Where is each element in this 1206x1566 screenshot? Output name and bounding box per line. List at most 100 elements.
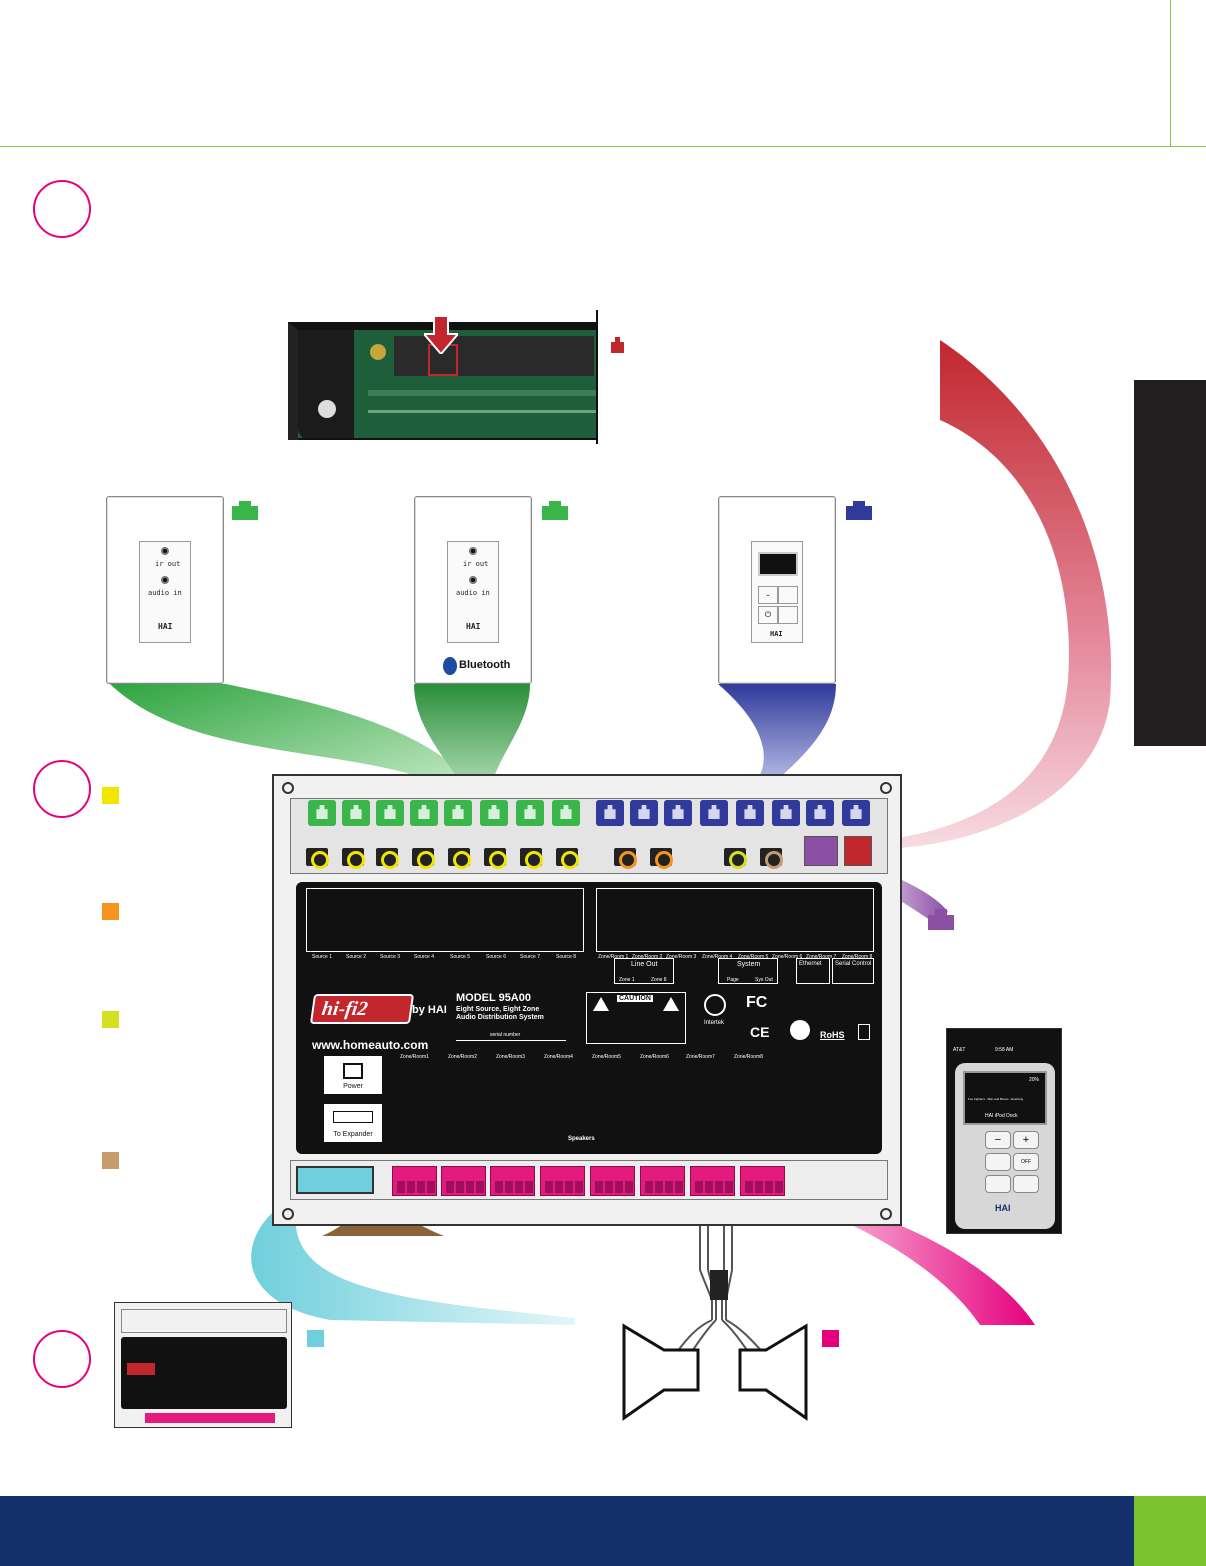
phone-screenshot: AT&T 9:58 AM 20% Foo Fighters - Skin and… — [946, 1028, 1062, 1234]
source-5-rca-jack[interactable] — [448, 848, 471, 869]
system-label: System — [737, 961, 761, 968]
zone-2-rj45-port[interactable] — [630, 800, 658, 826]
minus-label: - — [766, 590, 770, 600]
volume-up-button[interactable]: + — [1013, 1131, 1039, 1149]
keypad-minus-button[interactable]: - — [758, 586, 778, 604]
audio-in-jack[interactable] — [161, 576, 169, 584]
zone-7-speaker-terminal[interactable] — [690, 1166, 735, 1196]
zone-3-rj45-port[interactable] — [664, 800, 692, 826]
zone-out-label-7: Zone/Room7 — [686, 1054, 715, 1060]
source-6-rj45-port[interactable] — [480, 800, 508, 826]
expander-port[interactable]: To Expander — [324, 1104, 382, 1142]
line-out-box: Line Out Zone 1 Zone 8 — [614, 958, 674, 984]
zone-out-label-6: Zone/Room6 — [640, 1054, 669, 1060]
bluetooth-icon — [443, 657, 457, 675]
source-6-rca-jack[interactable] — [484, 848, 507, 869]
flow-green-middle — [414, 684, 530, 800]
source-5-rj45-port[interactable] — [444, 800, 472, 826]
model-description-2: Audio Distribution System — [456, 1014, 544, 1021]
source-7-rca-jack[interactable] — [520, 848, 543, 869]
serial-control-port[interactable] — [844, 836, 872, 866]
zone-6-rj45-port[interactable] — [772, 800, 800, 826]
keypad-source-button[interactable] — [778, 606, 798, 624]
expander-unit-thumbnail — [114, 1302, 292, 1428]
page-label: Page — [727, 977, 739, 983]
screw-icon — [282, 782, 294, 794]
source-label-8: Source 8 — [556, 954, 577, 960]
ethernet-port[interactable] — [804, 836, 838, 866]
zone-8-speaker-terminal[interactable] — [740, 1166, 785, 1196]
zone-6-speaker-terminal[interactable] — [640, 1166, 685, 1196]
power-label: ⏻ — [764, 610, 772, 619]
zone-label-7: Zone/Room 7 — [806, 954, 837, 960]
system-out-jack[interactable] — [760, 848, 783, 869]
source-label-3: Source 3 — [380, 954, 401, 960]
keypad-power-button[interactable]: ⏻ — [758, 606, 778, 624]
weee-bin-icon — [858, 1024, 870, 1040]
source-1-rj45-port[interactable] — [308, 800, 336, 826]
power-inlet[interactable]: Power — [324, 1056, 382, 1094]
line-out-zone-8-jack[interactable] — [650, 848, 673, 869]
red-connector-marker — [611, 337, 624, 353]
zone-out-label-8: Zone/Room8 — [734, 1054, 763, 1060]
source-1-rca-jack[interactable] — [306, 848, 329, 869]
zone-2-speaker-terminal[interactable] — [441, 1166, 486, 1196]
footer-page-tab — [1134, 1496, 1206, 1566]
source-8-rj45-port[interactable] — [552, 800, 580, 826]
phone-logo: HAI — [995, 1203, 1011, 1213]
source-3-rca-jack[interactable] — [376, 848, 399, 869]
zone-jack-graphics — [596, 888, 874, 952]
zone-label-8: Zone/Room 8 — [842, 954, 873, 960]
audio-in-jack[interactable] — [469, 576, 477, 584]
zone-7-rj45-port[interactable] — [806, 800, 834, 826]
volume-down-button[interactable]: − — [985, 1131, 1011, 1149]
zone-4-speaker-terminal[interactable] — [540, 1166, 585, 1196]
page-input-jack[interactable] — [724, 848, 747, 869]
sys-out-label: Sys Out — [755, 977, 773, 983]
source-2-rca-jack[interactable] — [342, 848, 365, 869]
speaker-button[interactable] — [1013, 1175, 1039, 1193]
phone-carrier: AT&T — [953, 1047, 966, 1053]
ir-out-label: ir out — [463, 560, 489, 568]
zone-8-rj45-port[interactable] — [842, 800, 870, 826]
source-4-rca-jack[interactable] — [412, 848, 435, 869]
page-footer — [0, 1496, 1206, 1566]
expander-ribbon-port[interactable] — [296, 1166, 374, 1194]
zone-1-speaker-terminal[interactable] — [392, 1166, 437, 1196]
power-button[interactable] — [985, 1153, 1011, 1171]
website-url: www.homeauto.com — [312, 1038, 429, 1052]
audio-in-label: audio in — [456, 589, 490, 597]
flow-cyan — [251, 1195, 575, 1325]
zone-5-rj45-port[interactable] — [736, 800, 764, 826]
serial-number-label: serial number — [490, 1032, 521, 1038]
wall-plate-keypad: - ⏻ HAI — [718, 496, 836, 684]
serial-control-box: Serial Control — [832, 958, 874, 984]
legend-magenta-square — [822, 1330, 839, 1347]
zone-label-1: Zone/Room 1 — [598, 954, 629, 960]
off-button[interactable]: OFF — [1013, 1153, 1039, 1171]
line-out-label: Line Out — [631, 961, 658, 968]
speakers-label: Speakers — [568, 1136, 595, 1142]
volume-readout: 20% — [1029, 1077, 1040, 1083]
keypad-plus-button[interactable] — [778, 586, 798, 604]
settings-button[interactable] — [985, 1175, 1011, 1193]
zone-1-rj45-port[interactable] — [596, 800, 624, 826]
zone-label-3: Zone/Room 3 — [666, 954, 697, 960]
source-7-rj45-port[interactable] — [516, 800, 544, 826]
flow-blue — [718, 684, 836, 795]
brand-logo: hi-fi2 — [309, 994, 415, 1024]
source-3-rj45-port[interactable] — [376, 800, 404, 826]
zone-4-rj45-port[interactable] — [700, 800, 728, 826]
ir-out-jack[interactable] — [469, 547, 477, 555]
step-circle-1 — [33, 180, 91, 238]
serial-control-label: Serial Control — [835, 961, 872, 967]
source-8-rca-jack[interactable] — [556, 848, 579, 869]
source-2-rj45-port[interactable] — [342, 800, 370, 826]
zone-3-speaker-terminal[interactable] — [490, 1166, 535, 1196]
etl-mark-icon — [704, 994, 726, 1016]
ir-out-jack[interactable] — [161, 547, 169, 555]
zone-5-speaker-terminal[interactable] — [590, 1166, 635, 1196]
source-4-rj45-port[interactable] — [410, 800, 438, 826]
line-out-zone-1-jack[interactable] — [614, 848, 637, 869]
system-box: System Page Sys Out — [718, 958, 778, 984]
